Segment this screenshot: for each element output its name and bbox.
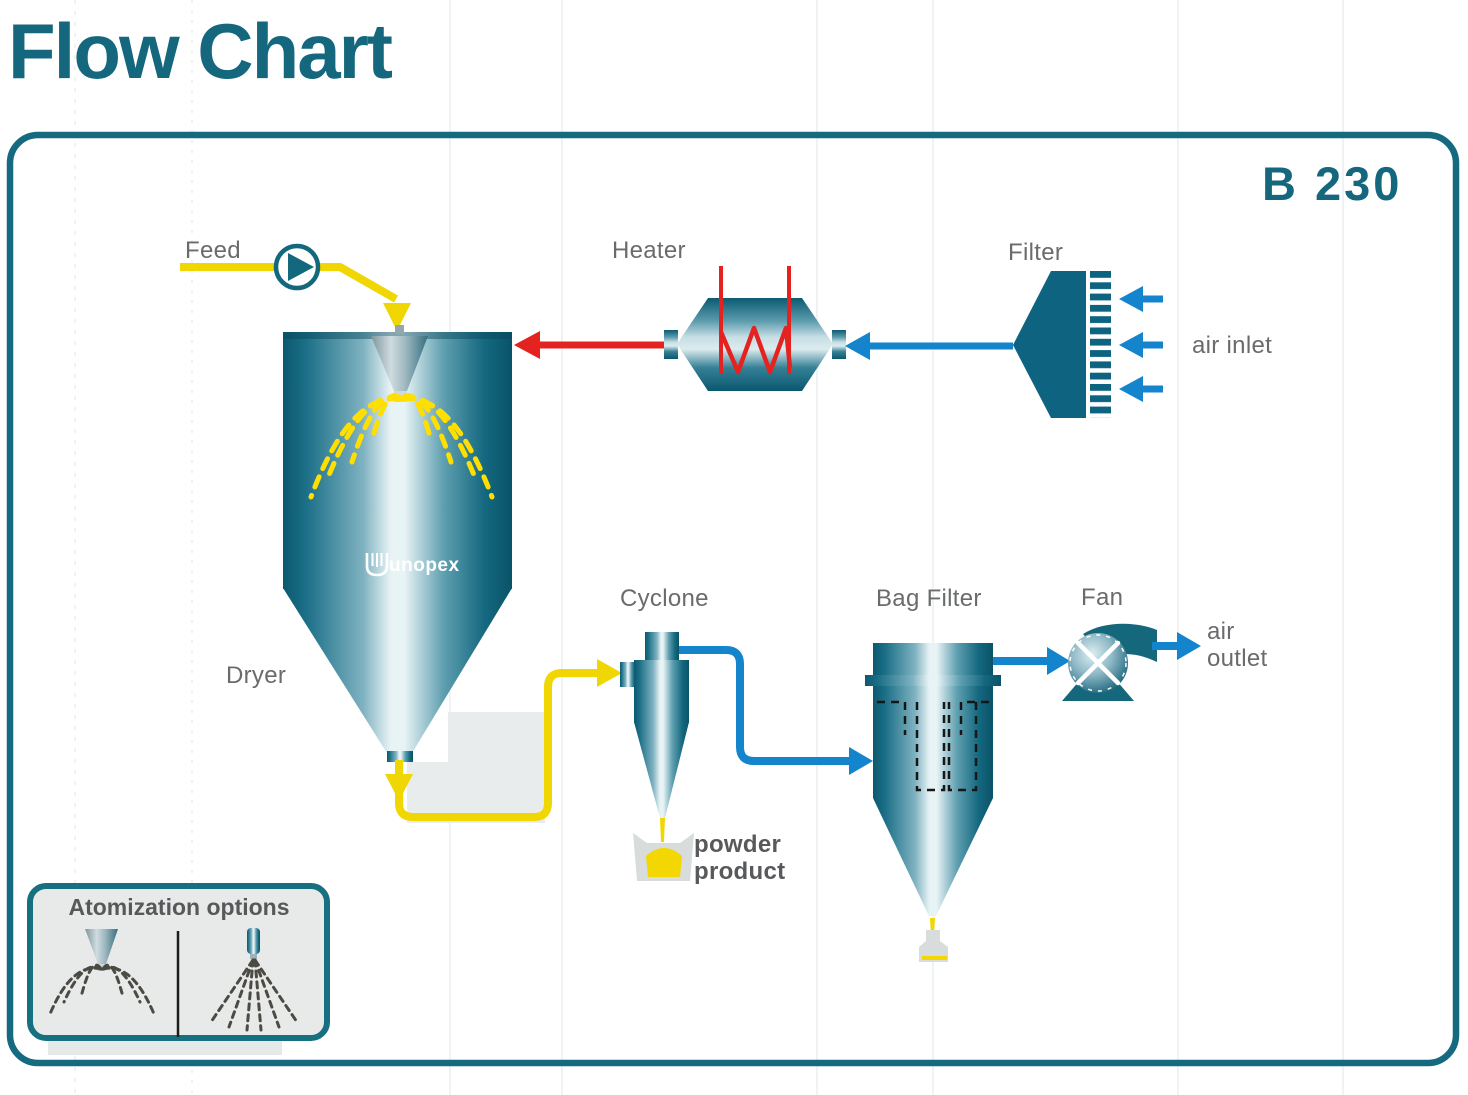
brand-logo-icon (365, 553, 389, 577)
air-outlet-arrow (1152, 632, 1201, 660)
diagram-panel-border (6, 131, 1460, 1067)
nozzle-spray-icon (209, 958, 299, 1032)
product-line (385, 659, 622, 821)
brand-wordmark: unopex (389, 555, 460, 576)
label-dryer: Dryer (226, 662, 287, 689)
filter-icon (1013, 271, 1111, 418)
label-heater: Heater (612, 237, 686, 264)
filter-bags-icon (877, 700, 989, 792)
label-powder-product: powder product (694, 831, 786, 885)
cyclone-vessel (620, 632, 694, 881)
label-bag-filter: Bag Filter (876, 585, 982, 612)
label-fan: Fan (1081, 584, 1124, 611)
air-line-filter-to-heater (845, 332, 1013, 360)
heater-vessel (664, 266, 846, 391)
label-filter: Filter (1008, 239, 1064, 266)
feed-line (180, 263, 411, 331)
exhaust-line-cyclone-to-bagfilter (679, 646, 873, 775)
bag-filter-vessel (865, 643, 1001, 962)
label-feed: Feed (185, 237, 241, 264)
exhaust-line-bagfilter-to-fan (993, 647, 1070, 675)
model-badge: B 230 (1262, 157, 1403, 210)
label-atomization-options: Atomization options (68, 894, 290, 920)
dryer-vessel (283, 325, 512, 762)
label-cyclone: Cyclone (620, 585, 709, 612)
fines-container-icon (919, 930, 948, 962)
label-air-inlet: air inlet (1192, 332, 1273, 359)
pump-icon (273, 243, 321, 291)
atomizer-nozzle-icon (371, 336, 428, 391)
fan-icon (1062, 623, 1157, 701)
air-inlet-arrows (1119, 286, 1163, 402)
spray-icon (308, 393, 495, 500)
hot-air-line (514, 331, 666, 359)
shadow-bands (48, 712, 545, 1055)
label-air-outlet: air outlet (1207, 618, 1268, 672)
heating-element-icon (718, 266, 793, 375)
atomization-panel (27, 883, 330, 1041)
rotary-spray-icon (48, 963, 156, 1016)
nozzle-atomizer-icon (247, 928, 260, 954)
rotary-atomizer-icon (85, 929, 118, 964)
page-title: Flow Chart (8, 7, 393, 95)
